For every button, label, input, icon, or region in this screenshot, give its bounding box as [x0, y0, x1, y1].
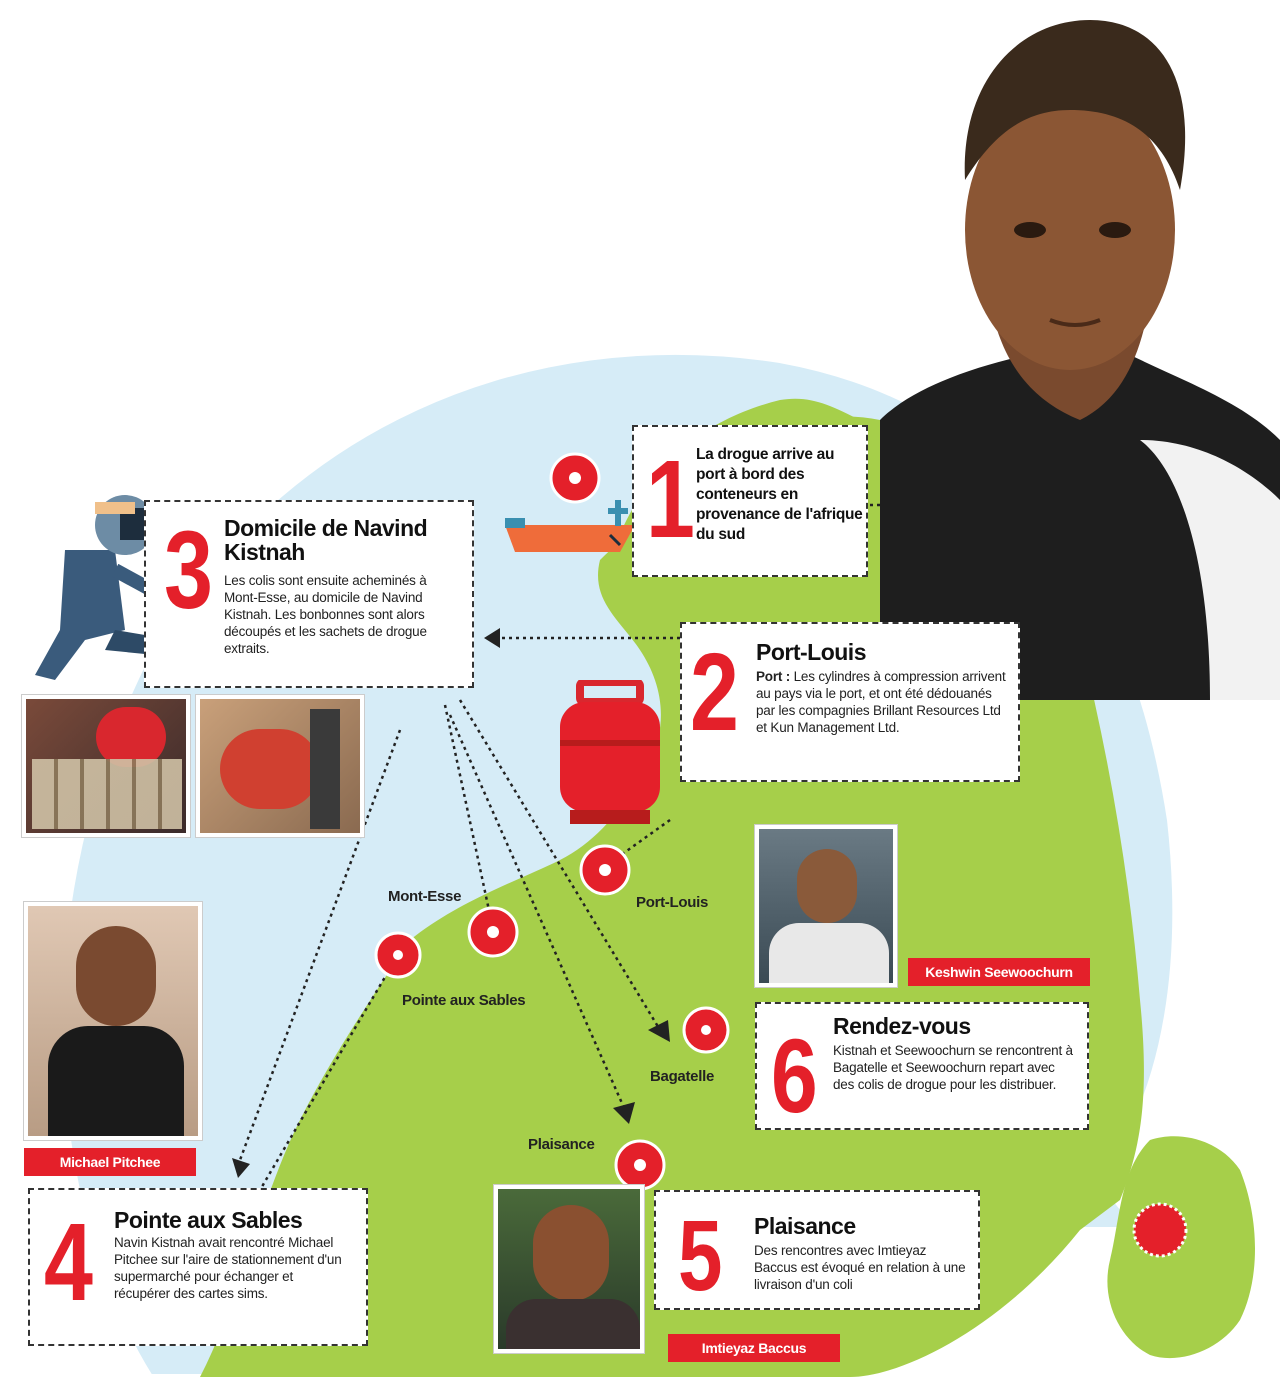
step-6-title: Rendez-vous — [833, 1013, 971, 1039]
step-5-number: 5 — [678, 1200, 723, 1312]
arrow-3-to-plaisance — [448, 714, 627, 1111]
step-2-title: Port-Louis — [756, 639, 867, 665]
photo-michael-pitchee — [24, 902, 202, 1140]
step-2-text-prefix: Port : — [756, 669, 791, 684]
mini-island-marker — [1132, 1202, 1188, 1258]
place-port-louis: Port-Louis — [636, 894, 708, 911]
step-2-text-body: Les cylindres à compression arrivent au … — [756, 669, 1006, 735]
label-michael-pitchee: Michael Pitchee — [24, 1148, 196, 1176]
ship-icon — [505, 500, 635, 552]
gas-cylinder-icon — [560, 680, 660, 824]
place-bagatelle: Bagatelle — [650, 1068, 714, 1085]
arrow-pointe-to-4 — [258, 959, 397, 1191]
arrow-3-to-bagatelle — [458, 699, 662, 1031]
step-6-box: 6 Rendez-vous Kistnah et Seewoochurn se … — [755, 1002, 1089, 1130]
step-1-box: 1 La drogue arrive au port à bord des co… — [632, 425, 868, 577]
step-2-number: 2 — [690, 631, 739, 754]
step-1-number: 1 — [646, 438, 695, 561]
step-6-text: Kistnah et Seewoochurn se rencontrent à … — [833, 1043, 1073, 1092]
portrait-main — [880, 20, 1280, 700]
step-5-box: 5 Plaisance Des rencontres avec Imtieyaz… — [654, 1190, 980, 1310]
step-5-text: Des rencontres avec Imtieyaz Baccus est … — [754, 1243, 966, 1292]
step-4-title: Pointe aux Sables — [114, 1207, 303, 1233]
label-imtieyaz-baccus: Imtieyaz Baccus — [668, 1334, 840, 1362]
step-2-text: Port : Les cylindres à compression arriv… — [756, 668, 1011, 736]
location-markers — [374, 452, 730, 1191]
step-3-text: Les colis sont ensuite acheminés à Mont-… — [224, 573, 427, 656]
arrow-3-to-mont-esse — [443, 704, 492, 916]
step-5-title: Plaisance — [754, 1213, 856, 1239]
label-keshwin-seewoochurn: Keshwin Seewoochurn — [908, 958, 1090, 986]
step-4-box: 4 Pointe aux Sables Navin Kistnah avait … — [28, 1188, 368, 1346]
step-4-text: Navin Kistnah avait rencontré Michael Pi… — [114, 1235, 342, 1301]
evidence-photo-2 — [196, 695, 364, 837]
photo-imtieyaz-baccus — [494, 1185, 644, 1353]
step-4-number: 4 — [44, 1201, 93, 1324]
place-mont-esse: Mont-Esse — [388, 888, 462, 905]
place-pointe-aux-sables: Pointe aux Sables — [402, 992, 526, 1009]
mini-island — [1107, 1136, 1255, 1359]
step-3-number: 3 — [164, 509, 213, 632]
step-3-title: Domicile de Navind Kistnah — [224, 515, 428, 565]
place-plaisance: Plaisance — [528, 1136, 595, 1153]
step-2-box: 2 Port-Louis Port : Les cylindres à comp… — [680, 622, 1020, 782]
evidence-photo-1 — [22, 695, 190, 837]
photo-keshwin-seewoochurn — [755, 825, 897, 987]
step-6-number: 6 — [771, 1018, 818, 1135]
step-1-text: La drogue arrive au port à bord des cont… — [696, 446, 863, 543]
step-3-box: 3 Domicile de Navind Kistnah Les colis s… — [144, 500, 474, 688]
